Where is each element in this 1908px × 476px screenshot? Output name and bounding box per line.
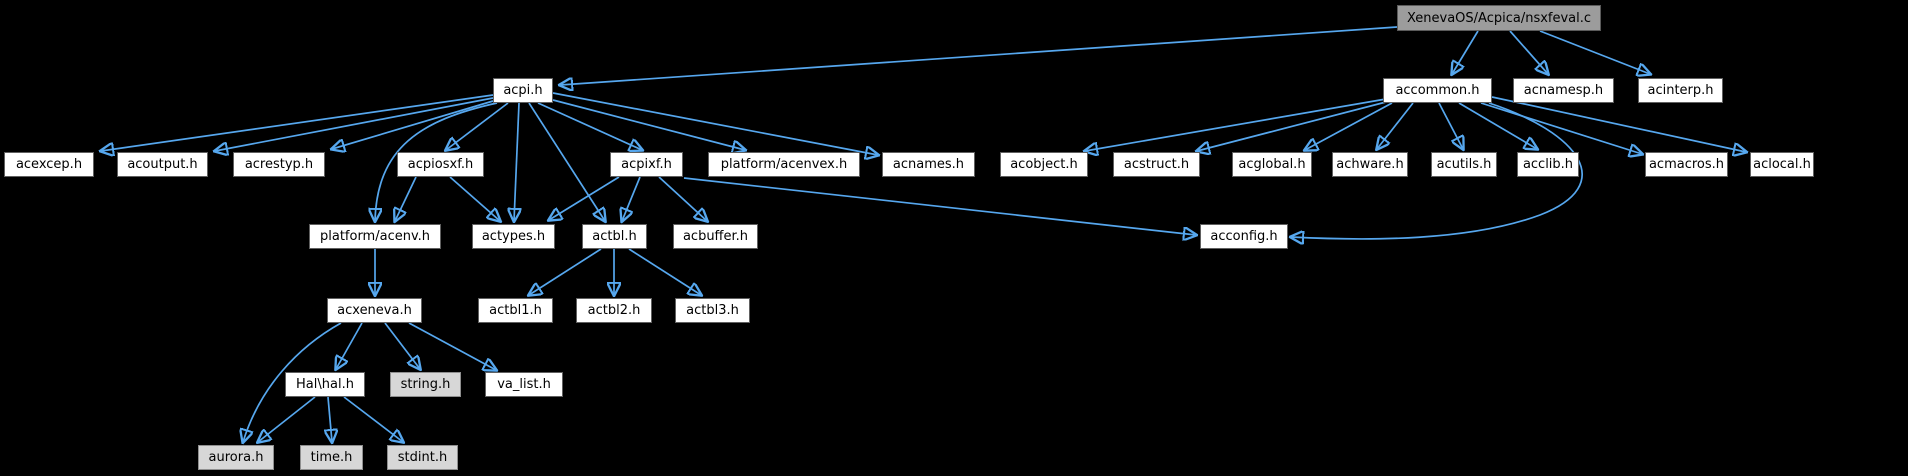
edge-accommon-h--acstruct-h xyxy=(1197,101,1387,151)
node-aurora-h: aurora.h xyxy=(198,445,274,470)
node-acinterp-h[interactable]: acinterp.h xyxy=(1638,78,1723,103)
edge-accommon-h--acutils-h xyxy=(1438,102,1463,149)
node-stdint-h: stdint.h xyxy=(387,445,458,470)
edge-acpiosxf-h--actypes-h xyxy=(449,176,500,221)
node-acmacros-h[interactable]: acmacros.h xyxy=(1645,152,1728,177)
node-string-h: string.h xyxy=(390,372,461,397)
node-acpi-h[interactable]: acpi.h xyxy=(493,78,553,103)
node-acrestyp-h[interactable]: acrestyp.h xyxy=(233,152,325,177)
edge-actbl-h--actbl3-h xyxy=(628,248,701,295)
edge-acxeneva-h--hal-hal-h xyxy=(336,322,363,369)
node-acobject-h[interactable]: acobject.h xyxy=(1000,152,1088,177)
edge-acpi-h--acpiosxf-h xyxy=(446,102,509,150)
node-achware-h[interactable]: achware.h xyxy=(1332,152,1408,177)
edge-accommon-h--acobject-h xyxy=(1085,98,1387,151)
edge-acxeneva-h--string-h xyxy=(384,322,420,369)
node-actbl2-h[interactable]: actbl2.h xyxy=(576,298,652,323)
edge-nsxfeval-c--acpi-h xyxy=(560,26,1398,85)
edge-acpi-h--acpixf-h xyxy=(537,102,642,150)
edge-accommon-h--achware-h xyxy=(1377,102,1414,149)
edge-acpi-h--acrestyp-h xyxy=(332,100,494,149)
node-acstruct-h[interactable]: acstruct.h xyxy=(1113,152,1200,177)
node-nsxfeval-c: XenevaOS/Acpica/nsxfeval.c xyxy=(1397,5,1601,31)
node-hal-hal-h[interactable]: Hal\hal.h xyxy=(285,372,365,397)
node-time-h: time.h xyxy=(300,445,363,470)
edge-acpi-h--acnames-h xyxy=(552,92,878,155)
node-acutils-h[interactable]: acutils.h xyxy=(1431,152,1497,177)
node-platform-acenv-h[interactable]: platform/acenv.h xyxy=(309,224,441,249)
edge-acpi-h--platform-acenv-h xyxy=(375,102,498,221)
node-acglobal-h[interactable]: acglobal.h xyxy=(1232,152,1312,177)
edge-hal-hal-h--aurora-h xyxy=(258,396,316,442)
node-actbl1-h[interactable]: actbl1.h xyxy=(478,298,553,323)
node-acnames-h[interactable]: acnames.h xyxy=(882,152,975,177)
node-actypes-h[interactable]: actypes.h xyxy=(472,224,555,249)
edge-nsxfeval-c--acnamesp-h xyxy=(1509,30,1548,74)
node-acclib-h[interactable]: acclib.h xyxy=(1517,152,1579,177)
node-acexcep-h[interactable]: acexcep.h xyxy=(4,152,94,177)
node-acoutput-h[interactable]: acoutput.h xyxy=(117,152,208,177)
edge-nsxfeval-c--accommon-h xyxy=(1452,30,1479,74)
edge-accommon-h--acglobal-h xyxy=(1305,102,1393,150)
node-accommon-h[interactable]: accommon.h xyxy=(1383,78,1492,103)
node-acpixf-h[interactable]: acpixf.h xyxy=(610,152,683,177)
edge-acxeneva-h--va-list-h xyxy=(408,322,496,370)
edges-group xyxy=(101,26,1746,442)
edge-accommon-h--acclib-h xyxy=(1458,102,1537,149)
edge-acpi-h--actbl-h xyxy=(528,102,605,221)
node-acconfig-h[interactable]: acconfig.h xyxy=(1200,224,1288,249)
edge-acpixf-h--acbuffer-h xyxy=(658,176,707,221)
edge-hal-hal-h--stdint-h xyxy=(343,396,403,442)
edge-accommon-h--aclocal-h xyxy=(1491,96,1746,152)
edge-acpi-h--actypes-h xyxy=(514,102,519,221)
edge-acpixf-h--actypes-h xyxy=(549,176,620,220)
edge-nsxfeval-c--acinterp-h xyxy=(1539,30,1650,74)
edge-acpiosxf-h--platform-acenv-h xyxy=(395,176,417,221)
edge-accommon-h--acconfig-h xyxy=(1291,102,1583,239)
node-acnamesp-h[interactable]: acnamesp.h xyxy=(1513,78,1614,103)
edge-accommon-h--acmacros-h xyxy=(1480,102,1642,154)
edge-acpi-h--acoutput-h xyxy=(215,97,494,151)
edge-acpi-h--acexcep-h xyxy=(101,94,494,151)
node-acpiosxf-h[interactable]: acpiosxf.h xyxy=(397,152,484,177)
edge-acpixf-h--acconfig-h xyxy=(683,177,1196,235)
node-acbuffer-h[interactable]: acbuffer.h xyxy=(673,224,758,249)
edge-acpixf-h--actbl-h xyxy=(622,176,641,221)
node-va-list-h[interactable]: va_list.h xyxy=(485,372,563,397)
edge-acxeneva-h--aurora-h xyxy=(243,322,342,442)
node-acxeneva-h[interactable]: acxeneva.h xyxy=(327,298,422,323)
node-actbl3-h[interactable]: actbl3.h xyxy=(675,298,750,323)
edge-actbl-h--actbl1-h xyxy=(529,248,602,295)
node-platform-acenvex-h[interactable]: platform/acenvex.h xyxy=(708,152,860,177)
node-aclocal-h[interactable]: aclocal.h xyxy=(1750,152,1814,177)
node-actbl-h[interactable]: actbl.h xyxy=(582,224,647,249)
edge-acpi-h--platform-acenvex-h xyxy=(552,99,745,150)
edge-hal-hal-h--time-h xyxy=(328,396,332,442)
